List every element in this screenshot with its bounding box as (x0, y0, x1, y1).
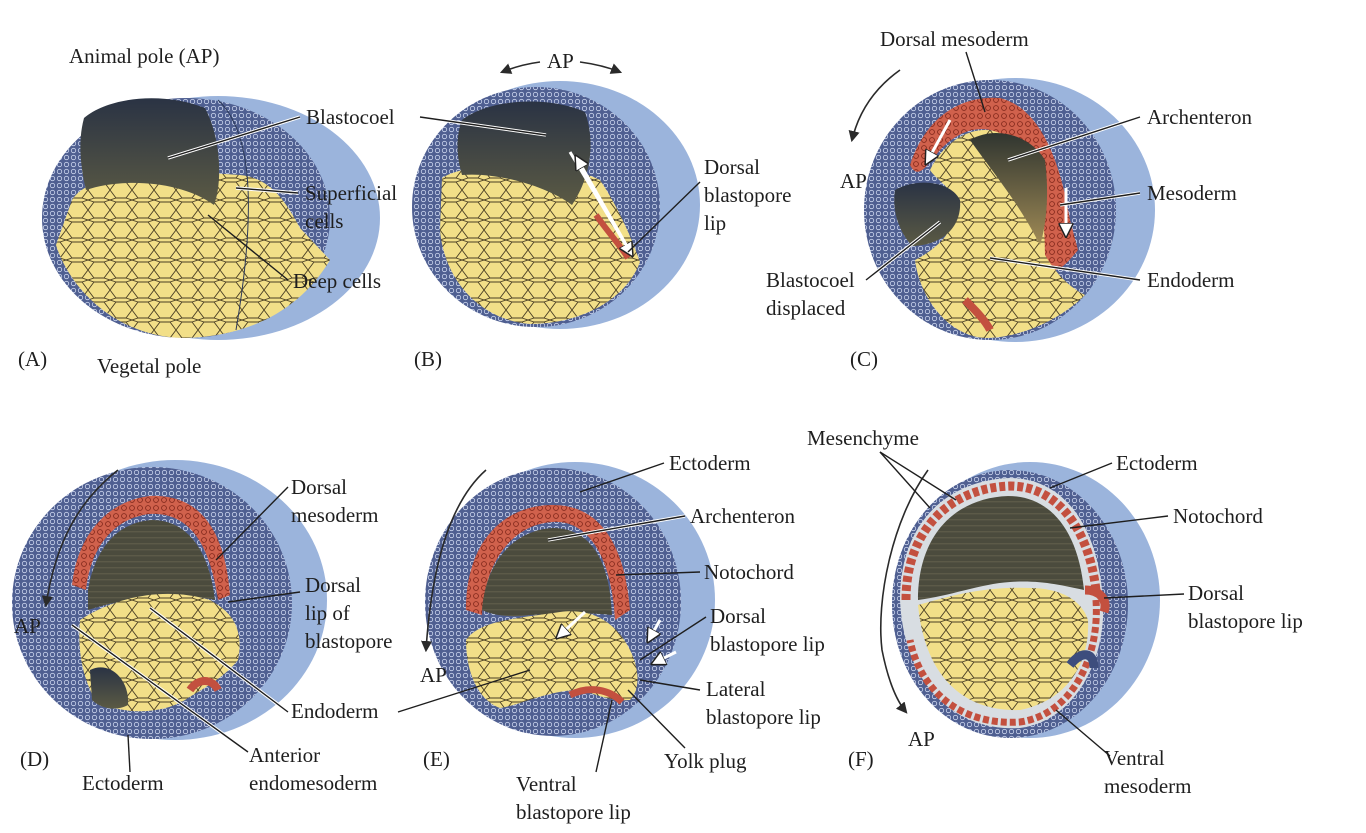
ap-arrow-left (502, 62, 540, 72)
label-dorsal-blastopore-lip-2: blastopore lip (1188, 609, 1303, 633)
panel-c: Dorsal mesoderm Archenteron AP Mesoderm … (766, 27, 1252, 371)
label-ap: AP (908, 727, 935, 751)
panel-letter-b: (B) (414, 347, 442, 371)
label-dorsal-mesoderm: Dorsal mesoderm (880, 27, 1029, 51)
label-lateral-blastopore-lip-2: blastopore lip (706, 705, 821, 729)
label-dorsal-lip-3: blastopore (305, 629, 392, 653)
panel-e: Ectoderm Archenteron Notochord Dorsal bl… (398, 451, 825, 824)
label-dorsal-blastopore-lip: Dorsal (1188, 581, 1244, 605)
label-ectoderm: Ectoderm (82, 771, 164, 795)
label-archenteron: Archenteron (690, 504, 795, 528)
label-blastocoel-displaced-2: displaced (766, 296, 846, 320)
label-anterior-endomesoderm-2: endomesoderm (249, 771, 377, 795)
label-ectoderm: Ectoderm (1116, 451, 1198, 475)
label-superficial-cells: Superficial (305, 181, 397, 205)
embryo-c-illustration (864, 78, 1155, 342)
label-ventral-mesoderm-2: mesoderm (1104, 774, 1191, 798)
panel-a: Animal pole (AP) Blastocoel Superficial … (18, 44, 397, 378)
label-vegetal-pole: Vegetal pole (97, 354, 201, 378)
label-dorsal-mesoderm-2: mesoderm (291, 503, 378, 527)
label-notochord: Notochord (1173, 504, 1263, 528)
panel-letter-e: (E) (423, 747, 450, 771)
label-blastocoel-displaced: Blastocoel (766, 268, 855, 292)
label-deep-cells: Deep cells (293, 269, 381, 293)
label-dorsal-blastopore-lip-2: blastopore lip (710, 632, 825, 656)
panel-b: AP Dorsal blastopore lip (B) (412, 49, 791, 371)
label-dorsal-blastopore-lip-3: lip (704, 211, 726, 235)
panel-letter-d: (D) (20, 747, 49, 771)
label-ap: AP (840, 169, 867, 193)
panel-letter-a: (A) (18, 347, 47, 371)
panel-letter-f: (F) (848, 747, 874, 771)
ap-arrow-right (580, 62, 620, 72)
label-ap: AP (547, 49, 574, 73)
label-dorsal-lip-2: lip of (305, 601, 350, 625)
label-ventral-blastopore-lip: Ventral (516, 772, 577, 796)
label-dorsal-blastopore-lip: Dorsal (710, 604, 766, 628)
label-archenteron: Archenteron (1147, 105, 1252, 129)
panel-d: Dorsal mesoderm AP Dorsal lip of blastop… (12, 460, 392, 795)
embryo-f-illustration (892, 462, 1160, 738)
label-dorsal-lip: Dorsal (305, 573, 361, 597)
label-yolk-plug: Yolk plug (664, 749, 747, 773)
embryo-d-illustration (12, 460, 327, 740)
panel-letter-c: (C) (850, 347, 878, 371)
label-ap: AP (14, 614, 41, 638)
label-dorsal-blastopore-lip-2: blastopore (704, 183, 791, 207)
label-superficial-cells-2: cells (305, 209, 343, 233)
label-animal-pole: Animal pole (AP) (69, 44, 219, 68)
label-endoderm: Endoderm (291, 699, 378, 723)
label-ectoderm: Ectoderm (669, 451, 751, 475)
label-dorsal-blastopore-lip: Dorsal (704, 155, 760, 179)
label-ventral-mesoderm: Ventral (1104, 746, 1165, 770)
panel-f: Mesenchyme Ectoderm Notochord Dorsal bla… (807, 426, 1303, 798)
label-lateral-blastopore-lip: Lateral (706, 677, 766, 701)
label-blastocoel: Blastocoel (306, 105, 395, 129)
label-notochord: Notochord (704, 560, 794, 584)
embryo-b-illustration (412, 81, 700, 329)
label-ventral-blastopore-lip-2: blastopore lip (516, 800, 631, 824)
label-ap: AP (420, 663, 447, 687)
embryo-e-illustration (425, 462, 715, 738)
label-dorsal-mesoderm: Dorsal (291, 475, 347, 499)
label-mesoderm: Mesoderm (1147, 181, 1237, 205)
label-endoderm: Endoderm (1147, 268, 1234, 292)
label-mesenchyme: Mesenchyme (807, 426, 919, 450)
label-anterior-endomesoderm: Anterior (249, 743, 320, 767)
